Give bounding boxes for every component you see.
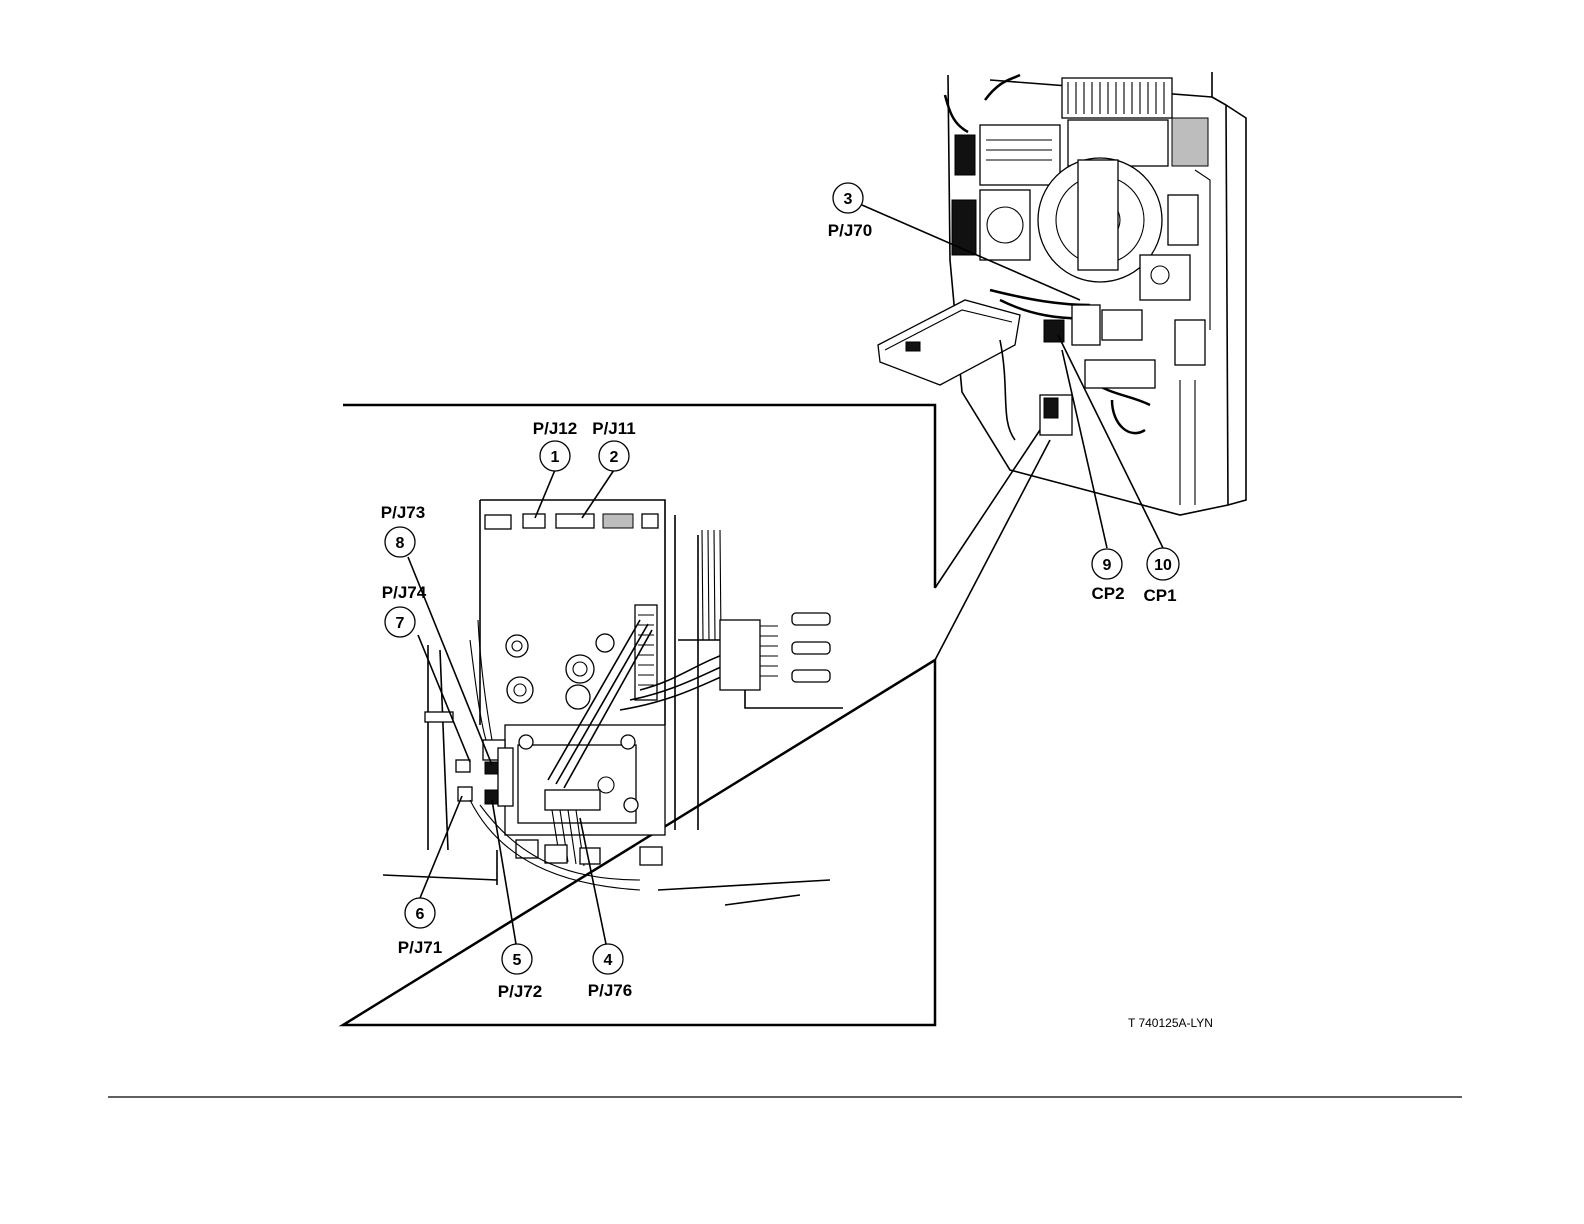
callout-label-3: P/J70 bbox=[828, 221, 872, 240]
callout-number-5: 5 bbox=[513, 952, 522, 969]
callout-4: 4 P/J76 bbox=[588, 944, 632, 1000]
callout-label-6: P/J71 bbox=[398, 938, 442, 957]
callout-label-9: CP2 bbox=[1091, 584, 1124, 603]
callout-number-8: 8 bbox=[396, 535, 405, 552]
callout-label-7: P/J74 bbox=[382, 583, 427, 602]
figure-code: T 740125A-LYN bbox=[1128, 1016, 1213, 1030]
callout-number-9: 9 bbox=[1103, 557, 1112, 574]
callout-number-1: 1 bbox=[551, 449, 560, 466]
callout-label-8: P/J73 bbox=[381, 503, 425, 522]
callout-number-3: 3 bbox=[844, 191, 853, 208]
callout-1: P/J12 1 bbox=[533, 419, 577, 471]
callout-label-5: P/J72 bbox=[498, 982, 542, 1001]
callout-6: 6 P/J71 bbox=[398, 898, 442, 957]
callout-7: P/J74 7 bbox=[382, 583, 427, 637]
callout-9: 9 CP2 bbox=[1091, 549, 1124, 603]
callout-number-6: 6 bbox=[416, 906, 425, 923]
callout-number-2: 2 bbox=[610, 449, 619, 466]
callout-8: P/J73 8 bbox=[381, 503, 425, 557]
callout-label-4: P/J76 bbox=[588, 981, 632, 1000]
callout-3: 3 P/J70 bbox=[828, 183, 872, 240]
callout-number-7: 7 bbox=[396, 615, 405, 632]
callout-5: 5 P/J72 bbox=[498, 944, 542, 1001]
callout-10: 10 CP1 bbox=[1143, 548, 1179, 605]
callout-label-10: CP1 bbox=[1143, 586, 1176, 605]
callout-label-1: P/J12 bbox=[533, 419, 577, 438]
callout-label-2: P/J11 bbox=[592, 419, 636, 438]
callout-number-10: 10 bbox=[1154, 557, 1172, 574]
callout-number-4: 4 bbox=[604, 952, 613, 969]
machine-overview-illustration bbox=[878, 72, 1246, 515]
callout-2: P/J11 2 bbox=[592, 419, 636, 471]
detail-board-illustration bbox=[383, 500, 843, 905]
